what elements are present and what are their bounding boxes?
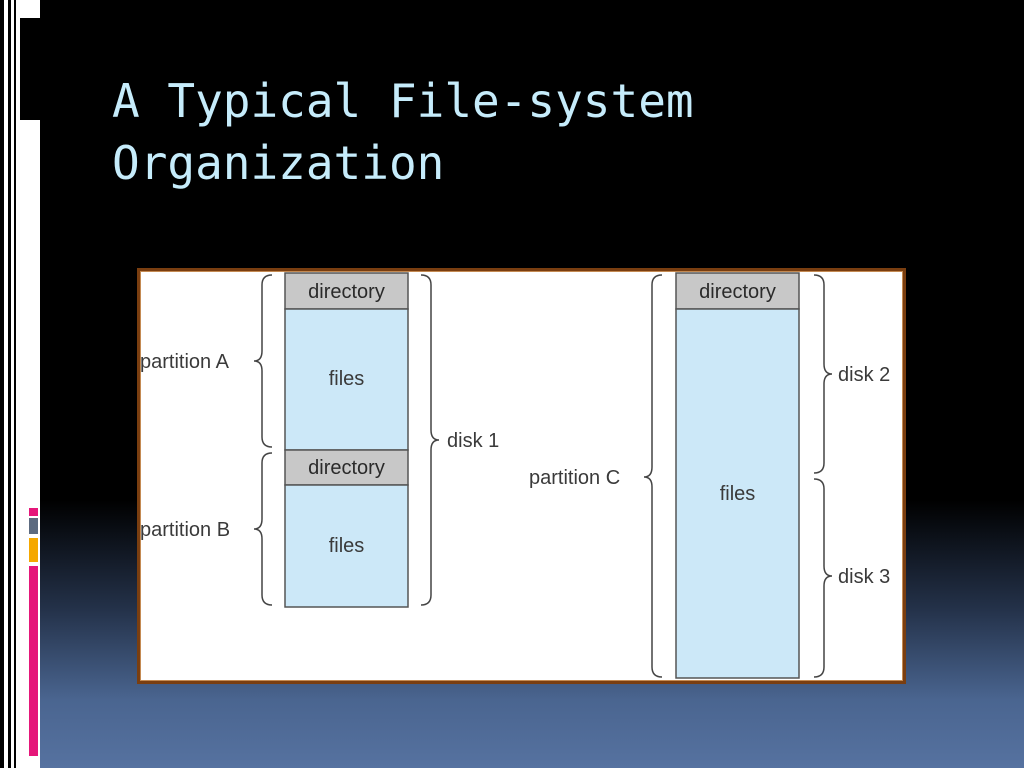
slide-title: A Typical File-system Organization bbox=[112, 74, 694, 190]
diagram-frame: directory files directory files director… bbox=[137, 268, 906, 684]
partition-c-label: partition C bbox=[529, 467, 620, 489]
brace-disk-3 bbox=[813, 478, 833, 678]
file-system-diagram: directory files directory files director… bbox=[140, 272, 890, 679]
partition-a-label: partition A bbox=[140, 351, 230, 373]
files-block-c bbox=[675, 308, 800, 679]
partition-b-label: partition B bbox=[140, 519, 230, 541]
strip-line bbox=[14, 0, 16, 768]
disk-1-label: disk 1 bbox=[447, 430, 499, 452]
directory-label-a: directory bbox=[308, 281, 385, 303]
strip-accent-orange bbox=[29, 538, 38, 562]
files-label-c: files bbox=[720, 483, 756, 505]
brace-disk-1 bbox=[420, 274, 440, 606]
disk-2-label: disk 2 bbox=[838, 364, 890, 386]
directory-label-c: directory bbox=[699, 281, 776, 303]
files-label-a: files bbox=[329, 368, 365, 390]
files-block-a bbox=[284, 308, 409, 451]
strip-line bbox=[0, 0, 4, 768]
brace-disk-2 bbox=[813, 274, 833, 474]
files-block-b bbox=[284, 484, 409, 608]
strip-accent-pink-long bbox=[29, 566, 38, 756]
directory-block-a bbox=[284, 272, 409, 310]
strip-accent-gray bbox=[29, 518, 38, 534]
strip-accent-pink bbox=[29, 508, 38, 516]
strip-logo-block bbox=[20, 18, 40, 120]
directory-label-b: directory bbox=[308, 457, 385, 479]
strip-line bbox=[8, 0, 11, 768]
brace-partition-a bbox=[253, 274, 273, 448]
left-decorative-strip bbox=[0, 0, 40, 768]
brace-partition-c bbox=[643, 274, 663, 678]
files-label-b: files bbox=[329, 535, 365, 557]
disk-3-label: disk 3 bbox=[838, 566, 890, 588]
brace-partition-b bbox=[253, 452, 273, 606]
